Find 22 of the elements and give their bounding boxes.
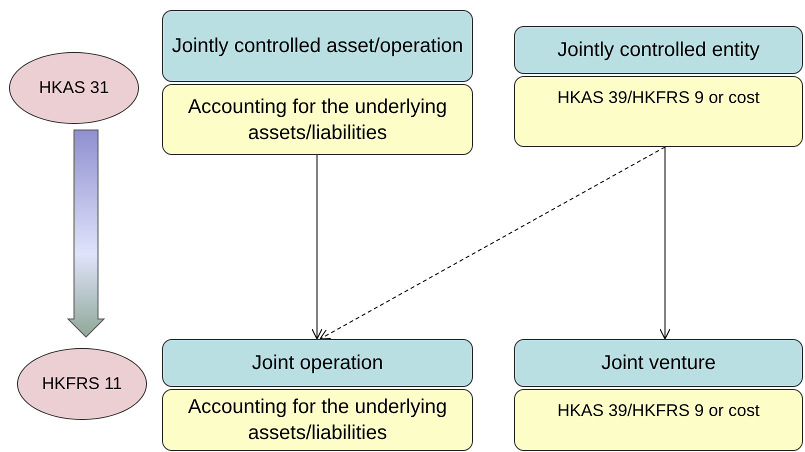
heading-box (514, 339, 803, 387)
node-label: HKAS 39/HKFRS 9 or cost (557, 87, 760, 109)
node-label: Joint venture (601, 351, 716, 376)
arrow (660, 146, 670, 340)
arrow (312, 154, 322, 340)
heading-box (162, 339, 473, 387)
arrow (320, 146, 666, 340)
heading-box (514, 26, 803, 74)
node-label: HKAS 31 (39, 76, 109, 99)
node-label: Accounting for the underlying assets/liabilities (186, 395, 448, 446)
heading-box (162, 10, 473, 82)
node-label: Joint operation (252, 351, 384, 376)
content-box (162, 84, 473, 155)
content-box (514, 389, 803, 451)
content-box (162, 389, 473, 451)
content-box (514, 76, 803, 147)
node-label: Accounting for the underlying assets/liabilities (186, 94, 448, 146)
node-label: Jointly controlled entity (557, 38, 760, 63)
node-label: HKAS 39/HKFRS 9 or cost (557, 400, 760, 422)
node-label: HKFRS 11 (42, 372, 122, 395)
node-label: Jointly controlled asset/operation (172, 34, 464, 59)
block-arrow (66, 130, 106, 338)
